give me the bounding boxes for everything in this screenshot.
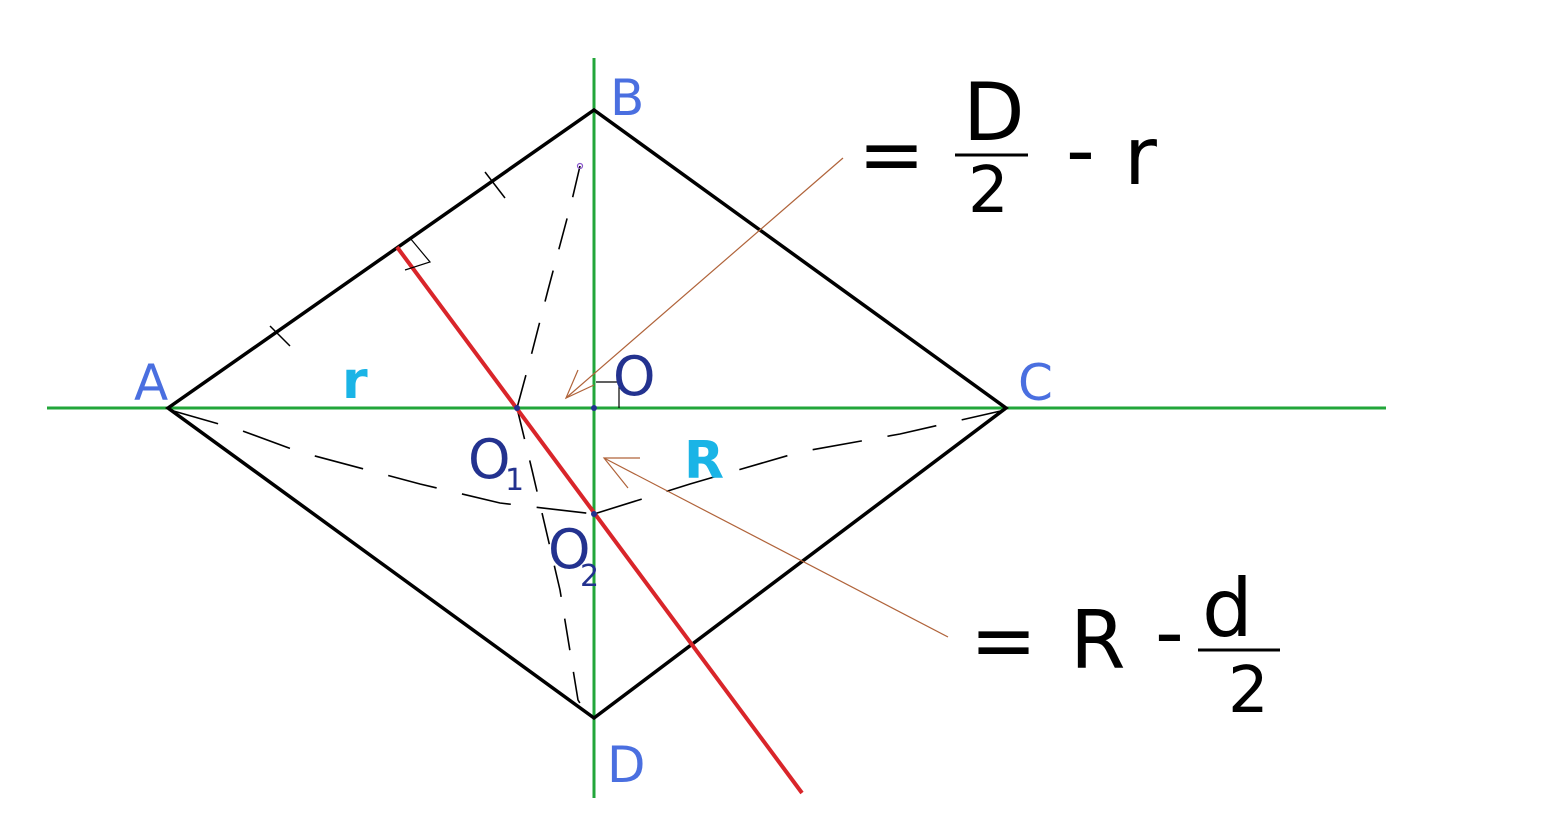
center-label-o1: O [468,428,511,491]
arrow-top-head [564,369,595,400]
formula-bottom-numerator: d [1202,562,1253,655]
formula-bottom-lead: R [1070,594,1126,687]
dashed-o2c [593,409,1006,515]
right-angle-marker-ab [404,237,432,271]
point-b-marker [576,162,584,170]
vertex-label-a: A [134,354,168,412]
center-label-o2: O [548,518,591,581]
formula-top-numerator: D [963,66,1025,159]
segment-label-big-r: R [684,431,724,491]
formula-bottom: = R - d 2 [970,562,1280,728]
arrow-bottom-shaft [603,457,949,638]
center-label-o: O [613,345,656,408]
formula-bottom-denominator: 2 [1228,654,1269,728]
point-o2 [591,511,597,517]
center-label-o2-subscript: 2 [580,559,599,594]
dashed-ao2 [169,409,595,515]
dashed-bo1 [516,165,581,409]
formula-bottom-equals: = [970,594,1037,687]
segment-label-small-r: r [342,351,368,411]
arrow-bottom-head [602,457,640,489]
dashed-o1d [516,407,589,717]
perpendicular-line [395,245,804,795]
vertex-label-d: D [607,736,646,794]
tick-mark-ab-1 [269,325,291,347]
arrow-top-shaft [565,157,844,399]
formula-top: = D 2 - r [858,66,1157,228]
vertex-label-c: C [1018,354,1053,412]
point-o1 [514,405,520,411]
center-label-o1-subscript: 1 [505,463,524,498]
formula-top-tail: r [1124,110,1157,203]
rhombus-abcd [164,107,1009,721]
formula-top-minus: - [1066,104,1095,197]
formula-top-denominator: 2 [968,154,1009,228]
formula-bottom-minus: - [1155,586,1184,679]
tick-mark-ab-2 [484,171,506,199]
point-o [591,405,597,411]
right-angle-marker-o [596,381,620,408]
formula-top-equals: = [858,108,925,201]
vertex-label-b: B [610,69,644,127]
